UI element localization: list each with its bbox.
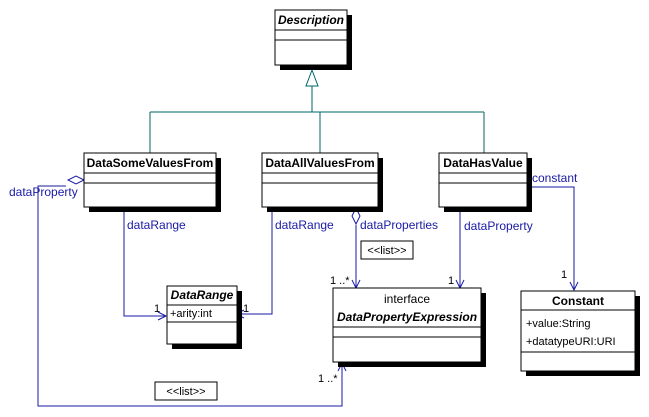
class-constant[interactable]: Constant +value:String +datatypeURI:URI [520,290,640,376]
class-data-property-expression-stereotype: interface [384,292,430,306]
class-data-range-attr-0: +arity:int [170,308,212,320]
role-some-data-property: dataProperty [9,185,78,199]
role-all-data-range: dataRange [275,218,334,232]
class-constant-attr-1: +datatypeURI:URI [526,336,616,348]
class-data-some-values-from[interactable]: DataSomeValuesFrom [83,152,221,212]
class-data-range-name: DataRange [171,288,234,302]
aggregation-diamond-some [66,175,86,185]
class-data-property-expression[interactable]: interface DataPropertyExpression [332,287,486,367]
mult-has-constant: 1 [561,269,567,281]
class-data-all-values-from-name: DataAllValuesFrom [265,156,374,170]
note-list-top-text: <<list>> [367,245,406,257]
mult-some-data-property: 1 ..* [318,373,338,385]
mult-all-data-properties: 1 ..* [330,275,350,287]
role-has-constant: constant [532,171,578,185]
assoc-some-dataproperty [37,185,343,407]
note-list-top: <<list>> [360,240,414,260]
note-list-bottom: <<list>> [154,381,218,401]
class-description-name: Description [278,13,344,27]
note-list-bottom-text: <<list>> [166,386,205,398]
class-constant-attr-0: +value:String [526,318,591,330]
class-data-range[interactable]: DataRange +arity:int [166,285,242,349]
class-data-has-value-name: DataHasValue [443,156,523,170]
role-all-data-properties: dataProperties [360,218,438,232]
generalization-arrowhead [305,68,319,87]
assoc-has-constant [514,186,575,290]
mult-has-data-property: 1 [448,275,454,287]
assoc-some-datarange [123,210,166,317]
assoc-all-datarange [236,210,273,315]
class-data-has-value[interactable]: DataHasValue [438,152,532,212]
class-constant-name: Constant [552,294,604,308]
assoc-some-datarange-arrow [157,311,168,321]
class-data-some-values-from-name: DataSomeValuesFrom [87,156,214,170]
generalization-lines [149,86,485,153]
assoc-has-constant-arrow [569,281,579,292]
role-has-data-property: dataProperty [464,219,533,233]
class-data-property-expression-name: DataPropertyExpression [337,310,477,324]
class-data-all-values-from[interactable]: DataAllValuesFrom [261,152,383,212]
role-some-data-range: dataRange [127,218,186,232]
class-description[interactable]: Description [274,9,352,70]
mult-all-data-range: 1 [243,303,249,315]
mult-some-data-range: 1 [154,303,160,315]
